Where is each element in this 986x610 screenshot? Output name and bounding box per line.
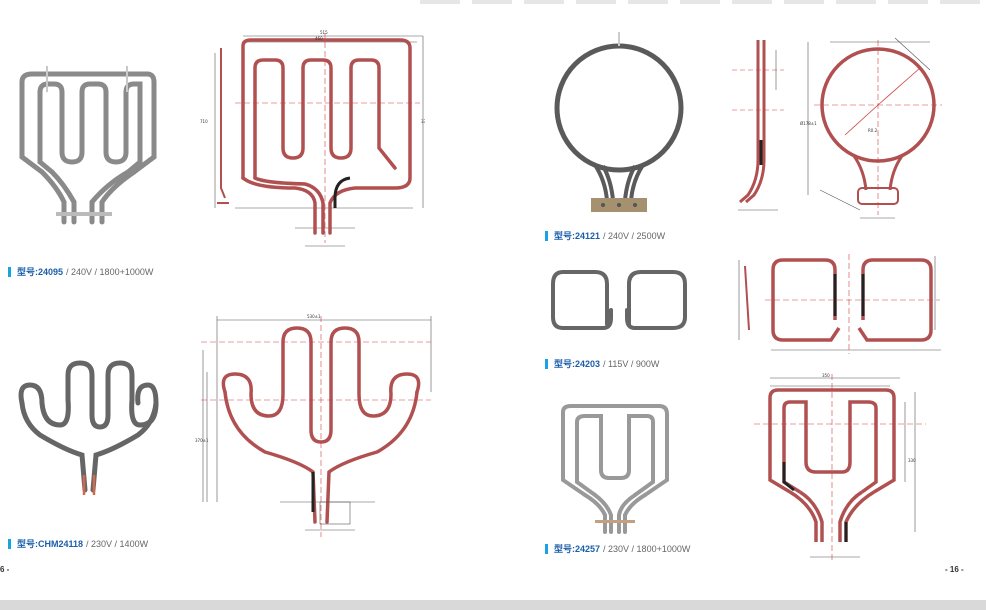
page-number: - 16 - [945, 565, 964, 574]
svg-text:350: 350 [822, 373, 830, 378]
caption-24257: 型号: 24257 / 230V / 1800+1000W [545, 542, 690, 555]
model-code: 24257 [575, 543, 601, 554]
caption-prefix: 型号: [554, 231, 575, 241]
model-code: 24121 [575, 230, 601, 241]
model-spec: / 240V / 2500W [603, 230, 666, 241]
caption-marker [8, 538, 11, 549]
model-spec: / 115V / 900W [603, 358, 660, 369]
top-edge-strip [420, 0, 986, 4]
caption-marker [8, 266, 11, 277]
heater-photo-CHM24118 [18, 360, 159, 495]
model-spec: / 230V / 1800+1000W [603, 543, 691, 554]
drawing-24121-side [732, 40, 784, 211]
svg-text:460: 460 [315, 36, 323, 41]
caption-prefix: 型号: [17, 539, 38, 549]
caption-marker [545, 543, 548, 554]
caption-prefix: 型号: [554, 544, 575, 554]
heater-photo-24121 [554, 32, 684, 212]
svg-text:530±1: 530±1 [307, 314, 321, 319]
bottom-bar [0, 600, 986, 610]
caption-prefix: 型号: [17, 267, 38, 277]
svg-text:710: 710 [200, 119, 208, 124]
caption-24121: 型号: 24121 / 240V / 2500W [545, 229, 665, 242]
svg-text:515: 515 [320, 30, 328, 35]
svg-text:330: 330 [908, 458, 916, 463]
svg-text:330: 330 [421, 119, 425, 124]
caption-CHM24118: 型号: CHM24118 / 230V / 1400W [8, 537, 148, 550]
caption-24095: 型号: 24095 / 240V / 1800+1000W [8, 265, 153, 278]
model-code: 24203 [575, 358, 601, 369]
caption-marker [545, 358, 548, 369]
heater-photo-24095 [19, 66, 157, 225]
model-spec: / 240V / 1800+1000W [66, 266, 154, 277]
drawing-24121-front: Ø178±1R0.2 [800, 37, 942, 219]
heater-photo-24203 [551, 270, 687, 330]
drawing-24257: 350 330 [754, 373, 926, 560]
model-spec: / 230V / 1400W [86, 538, 149, 549]
model-code: 24095 [38, 266, 64, 277]
left-page-number: 6 - [0, 565, 10, 574]
model-code: CHM24118 [38, 538, 84, 549]
caption-24203: 型号: 24203 / 115V / 900W [545, 357, 659, 370]
heater-photo-24257 [561, 404, 669, 534]
svg-text:370±1: 370±1 [195, 438, 209, 443]
svg-text:R0.2: R0.2 [868, 128, 878, 133]
caption-prefix: 型号: [554, 359, 575, 369]
svg-text:Ø178±1: Ø178±1 [800, 121, 817, 126]
drawing-24203 [738, 254, 941, 354]
caption-marker [545, 230, 548, 241]
drawing-CHM24118: 530±1 370±1 [195, 314, 432, 537]
